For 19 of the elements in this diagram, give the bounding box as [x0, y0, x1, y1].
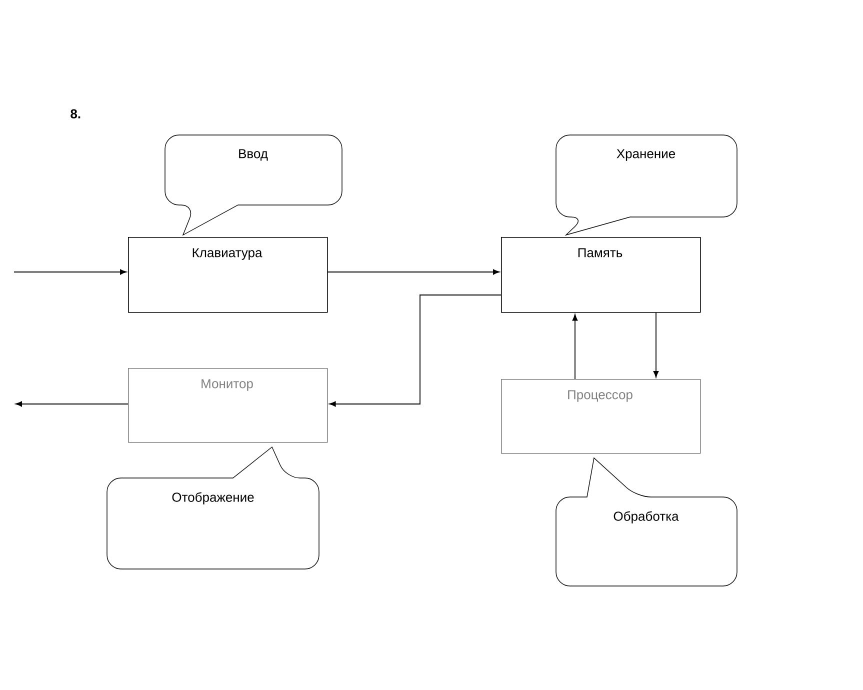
speech-bubble: Обработка	[556, 458, 738, 586]
arrow	[327, 269, 500, 275]
speech-bubble: Хранение	[556, 134, 738, 236]
box-label: Память	[578, 248, 622, 258]
arrow	[572, 314, 578, 380]
speech-bubble: Отображение	[106, 446, 320, 570]
process-box	[128, 237, 328, 313]
arrow	[15, 401, 128, 407]
speech-bubble: Ввод	[164, 134, 342, 236]
figure-number: 8.	[70, 109, 80, 118]
process-box	[501, 237, 701, 313]
box-label: Монитор	[202, 379, 253, 391]
box-label: Процессор	[568, 390, 632, 402]
arrow	[653, 312, 659, 378]
process-box	[128, 368, 328, 443]
process-box	[501, 379, 701, 454]
box-label: Клавиатура	[192, 248, 262, 260]
arrow	[14, 269, 127, 275]
arrow	[329, 294, 502, 407]
